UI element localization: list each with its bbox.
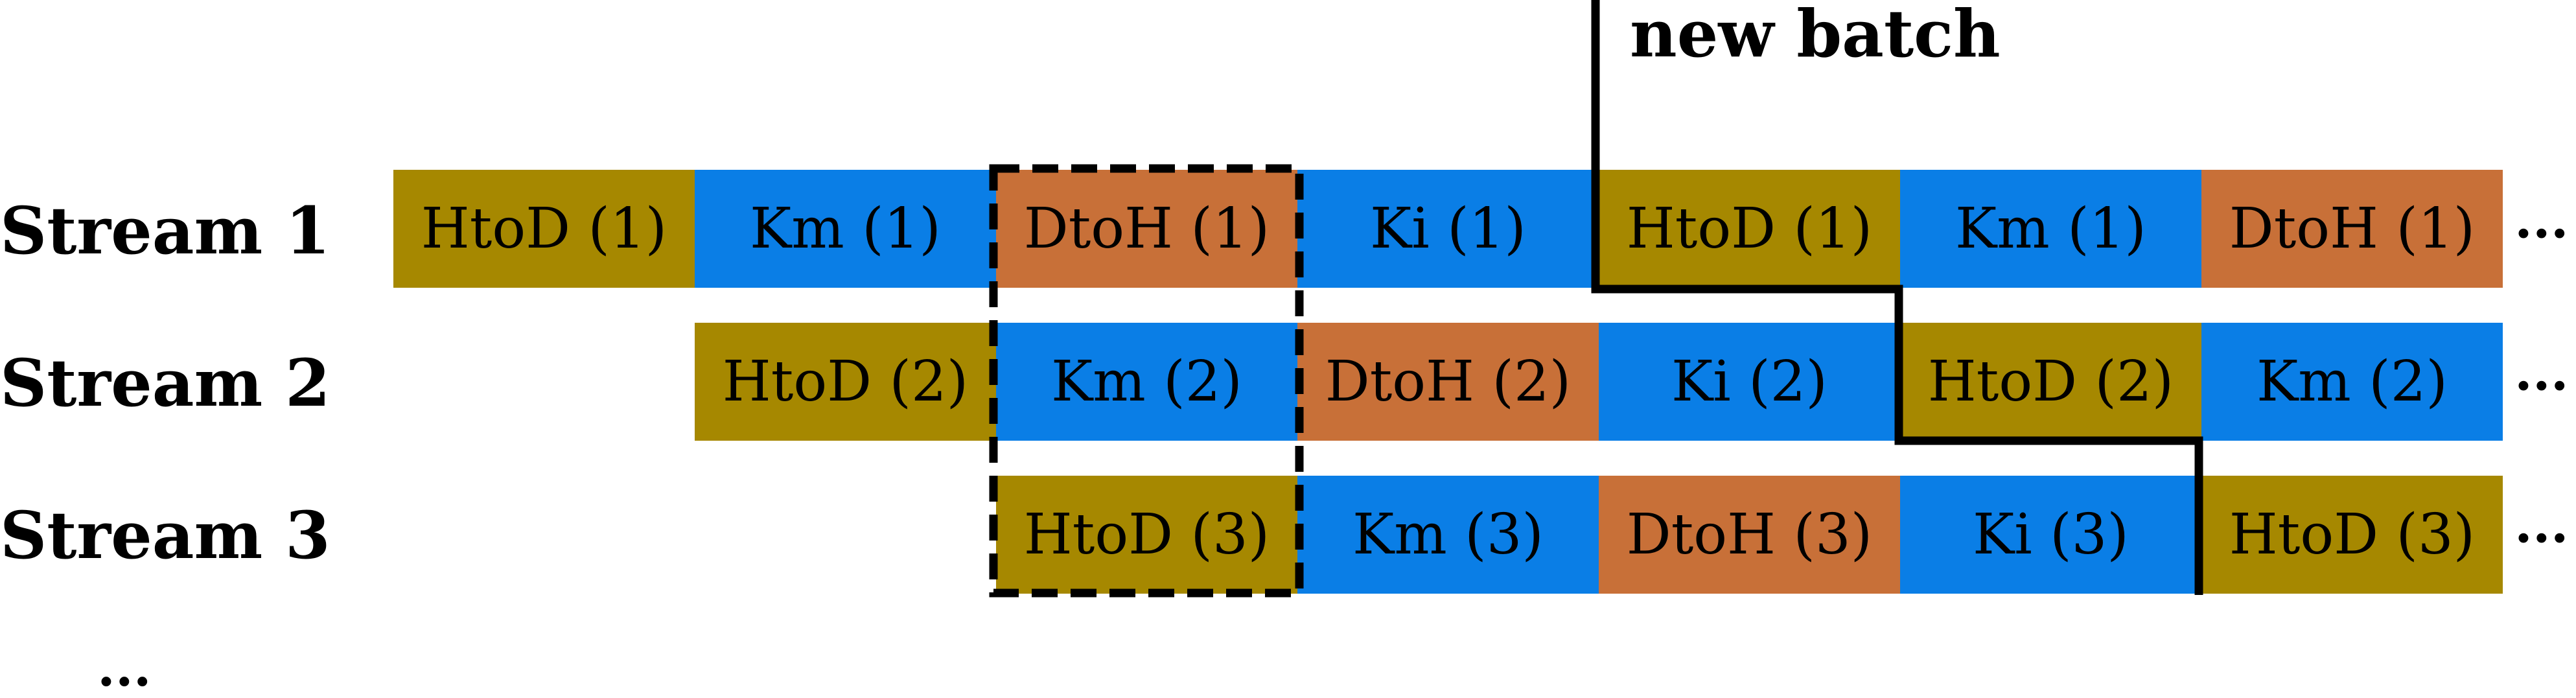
- stream-2-block-km: Km (2): [996, 323, 1297, 441]
- stream-2-block-km: Km (2): [2201, 323, 2503, 441]
- stream-3-block-ki: Ki (3): [1900, 476, 2201, 594]
- stream-1-block-dtoh: DtoH (1): [996, 170, 1297, 288]
- more-streams-ellipsis: ...: [97, 637, 152, 698]
- stream-1-block-km: Km (1): [1900, 170, 2201, 288]
- stream-3-block-htod: HtoD (3): [2201, 476, 2503, 594]
- stream-1-block-ki: Ki (1): [1297, 170, 1599, 288]
- stream-label-3: Stream 3: [0, 497, 331, 574]
- new-batch-label: new batch: [1630, 0, 2001, 72]
- stream-2-continuation: ···: [2514, 355, 2569, 416]
- stream-1-block-htod: HtoD (1): [393, 170, 695, 288]
- stream-label-2: Stream 2: [0, 345, 331, 421]
- stream-label-1: Stream 1: [0, 192, 331, 269]
- stream-3-block-dtoh: DtoH (3): [1599, 476, 1900, 594]
- stream-2-block-htod: HtoD (2): [695, 323, 996, 441]
- stream-3-block-htod: HtoD (3): [996, 476, 1297, 594]
- stream-3-continuation: ···: [2514, 507, 2569, 568]
- stream-2-block-ki: Ki (2): [1599, 323, 1900, 441]
- stream-1-block-km: Km (1): [695, 170, 996, 288]
- stream-2-block-dtoh: DtoH (2): [1297, 323, 1599, 441]
- stream-2-block-htod: HtoD (2): [1900, 323, 2201, 441]
- stream-1-block-dtoh: DtoH (1): [2201, 170, 2503, 288]
- stream-3-block-km: Km (3): [1297, 476, 1599, 594]
- stream-1-continuation: ···: [2514, 203, 2569, 264]
- stream-1-block-htod: HtoD (1): [1599, 170, 1900, 288]
